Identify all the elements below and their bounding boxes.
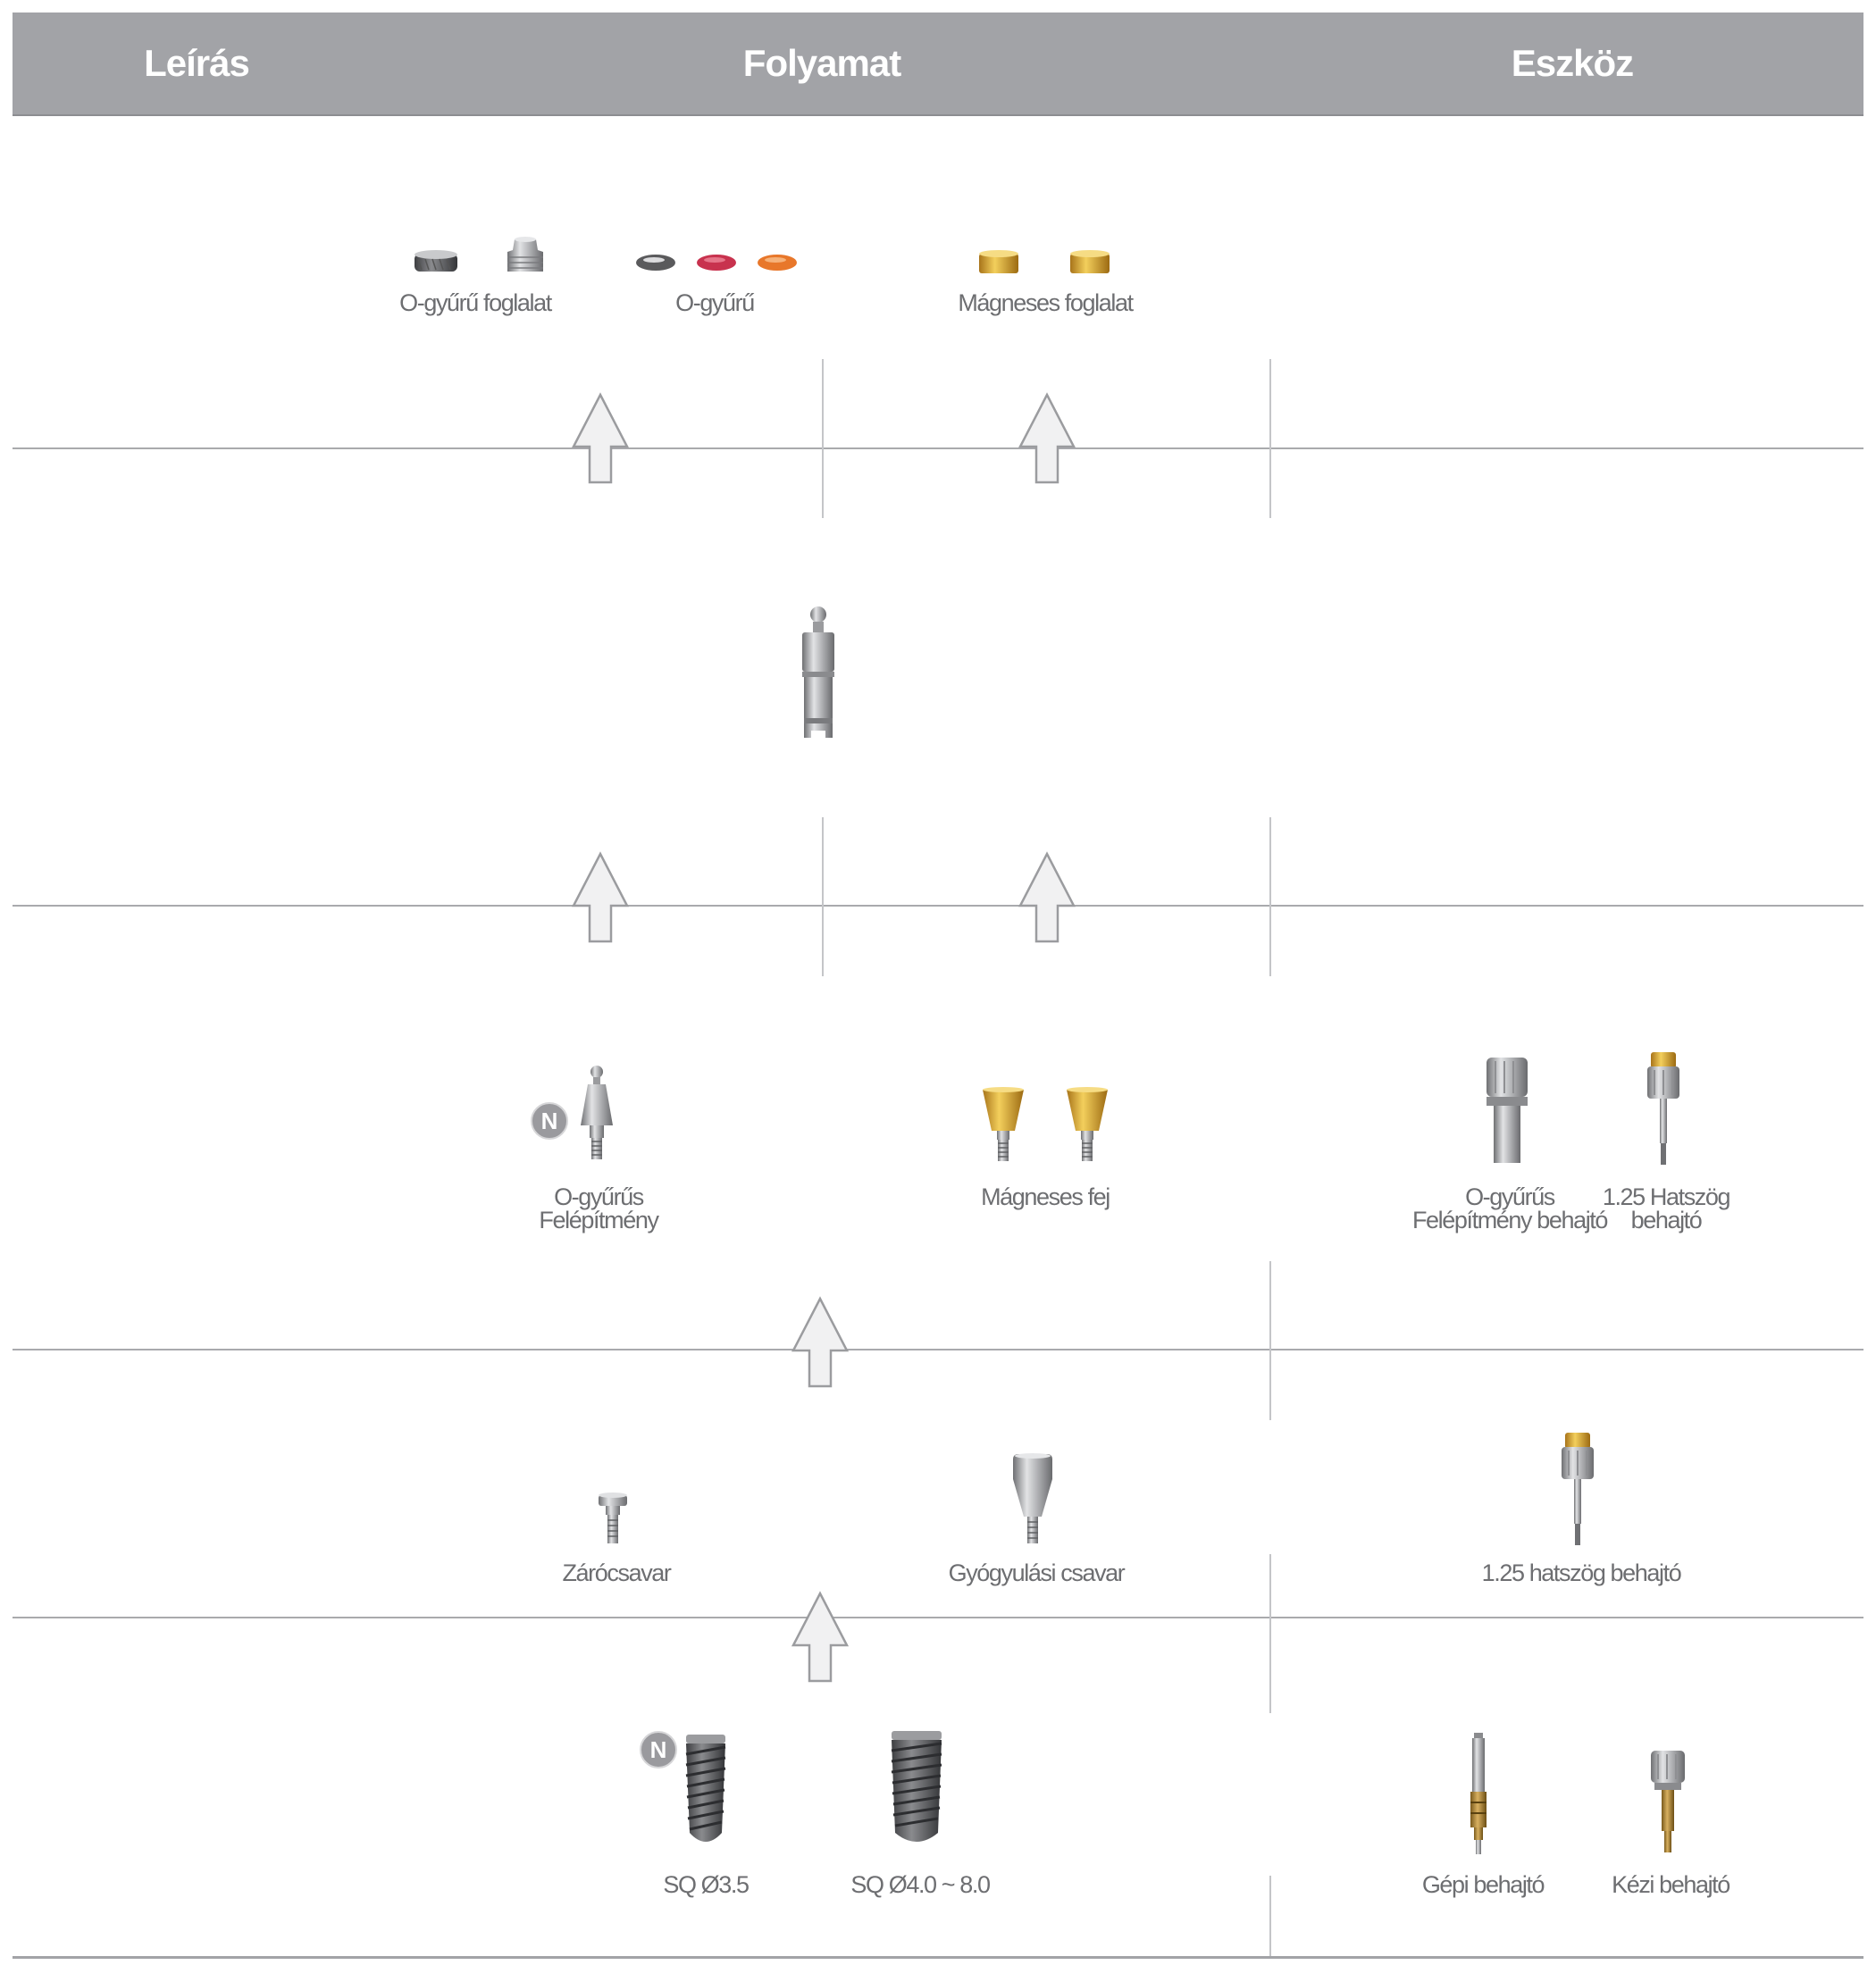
magnetic-housing-icon (979, 250, 1018, 273)
magnetic-housing-icon (1070, 250, 1110, 273)
hex-driver-icon (1647, 1052, 1679, 1165)
hand-driver-icon (1651, 1751, 1685, 1852)
arrow-up-icon (1018, 392, 1076, 484)
implant-large-icon (891, 1731, 942, 1842)
col-divider (1269, 817, 1271, 976)
oring-icon (758, 255, 797, 271)
cover-screw-label: Zárócsavar (562, 1559, 671, 1586)
col-divider (822, 359, 824, 518)
hex-driver-label-2: 1.25 hatszög behajtó (1481, 1559, 1682, 1586)
machine-driver-icon (1470, 1733, 1487, 1854)
new-badge: N (640, 1731, 677, 1768)
oring-housing-ring-icon (415, 250, 457, 272)
oring-abutment-label: O-gyűrűs Felépítmény (539, 1183, 659, 1233)
magnetic-head-icon (983, 1087, 1024, 1161)
col-divider (1269, 359, 1271, 518)
col-divider (1269, 1554, 1271, 1713)
arrow-up-icon (571, 851, 630, 943)
oring-housing-label: O-gyűrű foglalat (399, 289, 552, 316)
magnetic-housing-label: Mágneses foglalat (958, 289, 1134, 316)
row-divider-1 (13, 447, 1863, 449)
oring-abutment-icon (581, 1066, 613, 1159)
hex-driver-label: 1.25 Hatszög behajtó (1602, 1183, 1731, 1233)
implant-small-label: SQ Ø3.5 (663, 1871, 750, 1898)
arrow-up-icon (791, 1296, 850, 1388)
oring-icon (636, 255, 675, 271)
healing-screw-label: Gyógyulási csavar (948, 1559, 1126, 1586)
arrow-up-icon (1018, 851, 1076, 943)
row-divider-4 (13, 1617, 1863, 1618)
oring-abutment-driver-icon (1487, 1058, 1528, 1163)
abutment-analog-icon (802, 606, 834, 738)
table-header (13, 13, 1863, 116)
row-divider-2 (13, 905, 1863, 907)
implant-small-icon (685, 1735, 726, 1842)
oring-label: O-gyűrű (675, 289, 755, 316)
new-badge: N (531, 1102, 568, 1140)
col-divider (1269, 1876, 1271, 1956)
header-tool: Eszköz (1511, 42, 1634, 84)
table-bottom-border (13, 1956, 1863, 1959)
oring-abutment-driver-label: O-gyűrűs Felépítmény behajtó (1411, 1183, 1608, 1233)
arrow-up-icon (791, 1591, 850, 1683)
hex-driver-icon (1562, 1433, 1594, 1545)
cover-screw-icon (599, 1493, 627, 1543)
col-divider (1269, 1261, 1271, 1420)
hand-driver-label: Kézi behajtó (1612, 1871, 1730, 1898)
row-divider-3 (13, 1349, 1863, 1350)
healing-screw-icon (1013, 1453, 1052, 1543)
magnetic-head-label: Mágneses fej (981, 1183, 1110, 1210)
header-description: Leírás (144, 42, 250, 84)
header-process: Folyamat (742, 42, 901, 84)
col-divider (822, 817, 824, 976)
arrow-up-icon (571, 392, 630, 484)
implant-large-label: SQ Ø4.0 ~ 8.0 (850, 1871, 991, 1898)
machine-driver-label: Gépi behajtó (1421, 1871, 1545, 1898)
magnetic-head-icon (1067, 1087, 1108, 1161)
oring-housing-cap-icon (507, 237, 543, 272)
oring-icon (697, 255, 736, 271)
